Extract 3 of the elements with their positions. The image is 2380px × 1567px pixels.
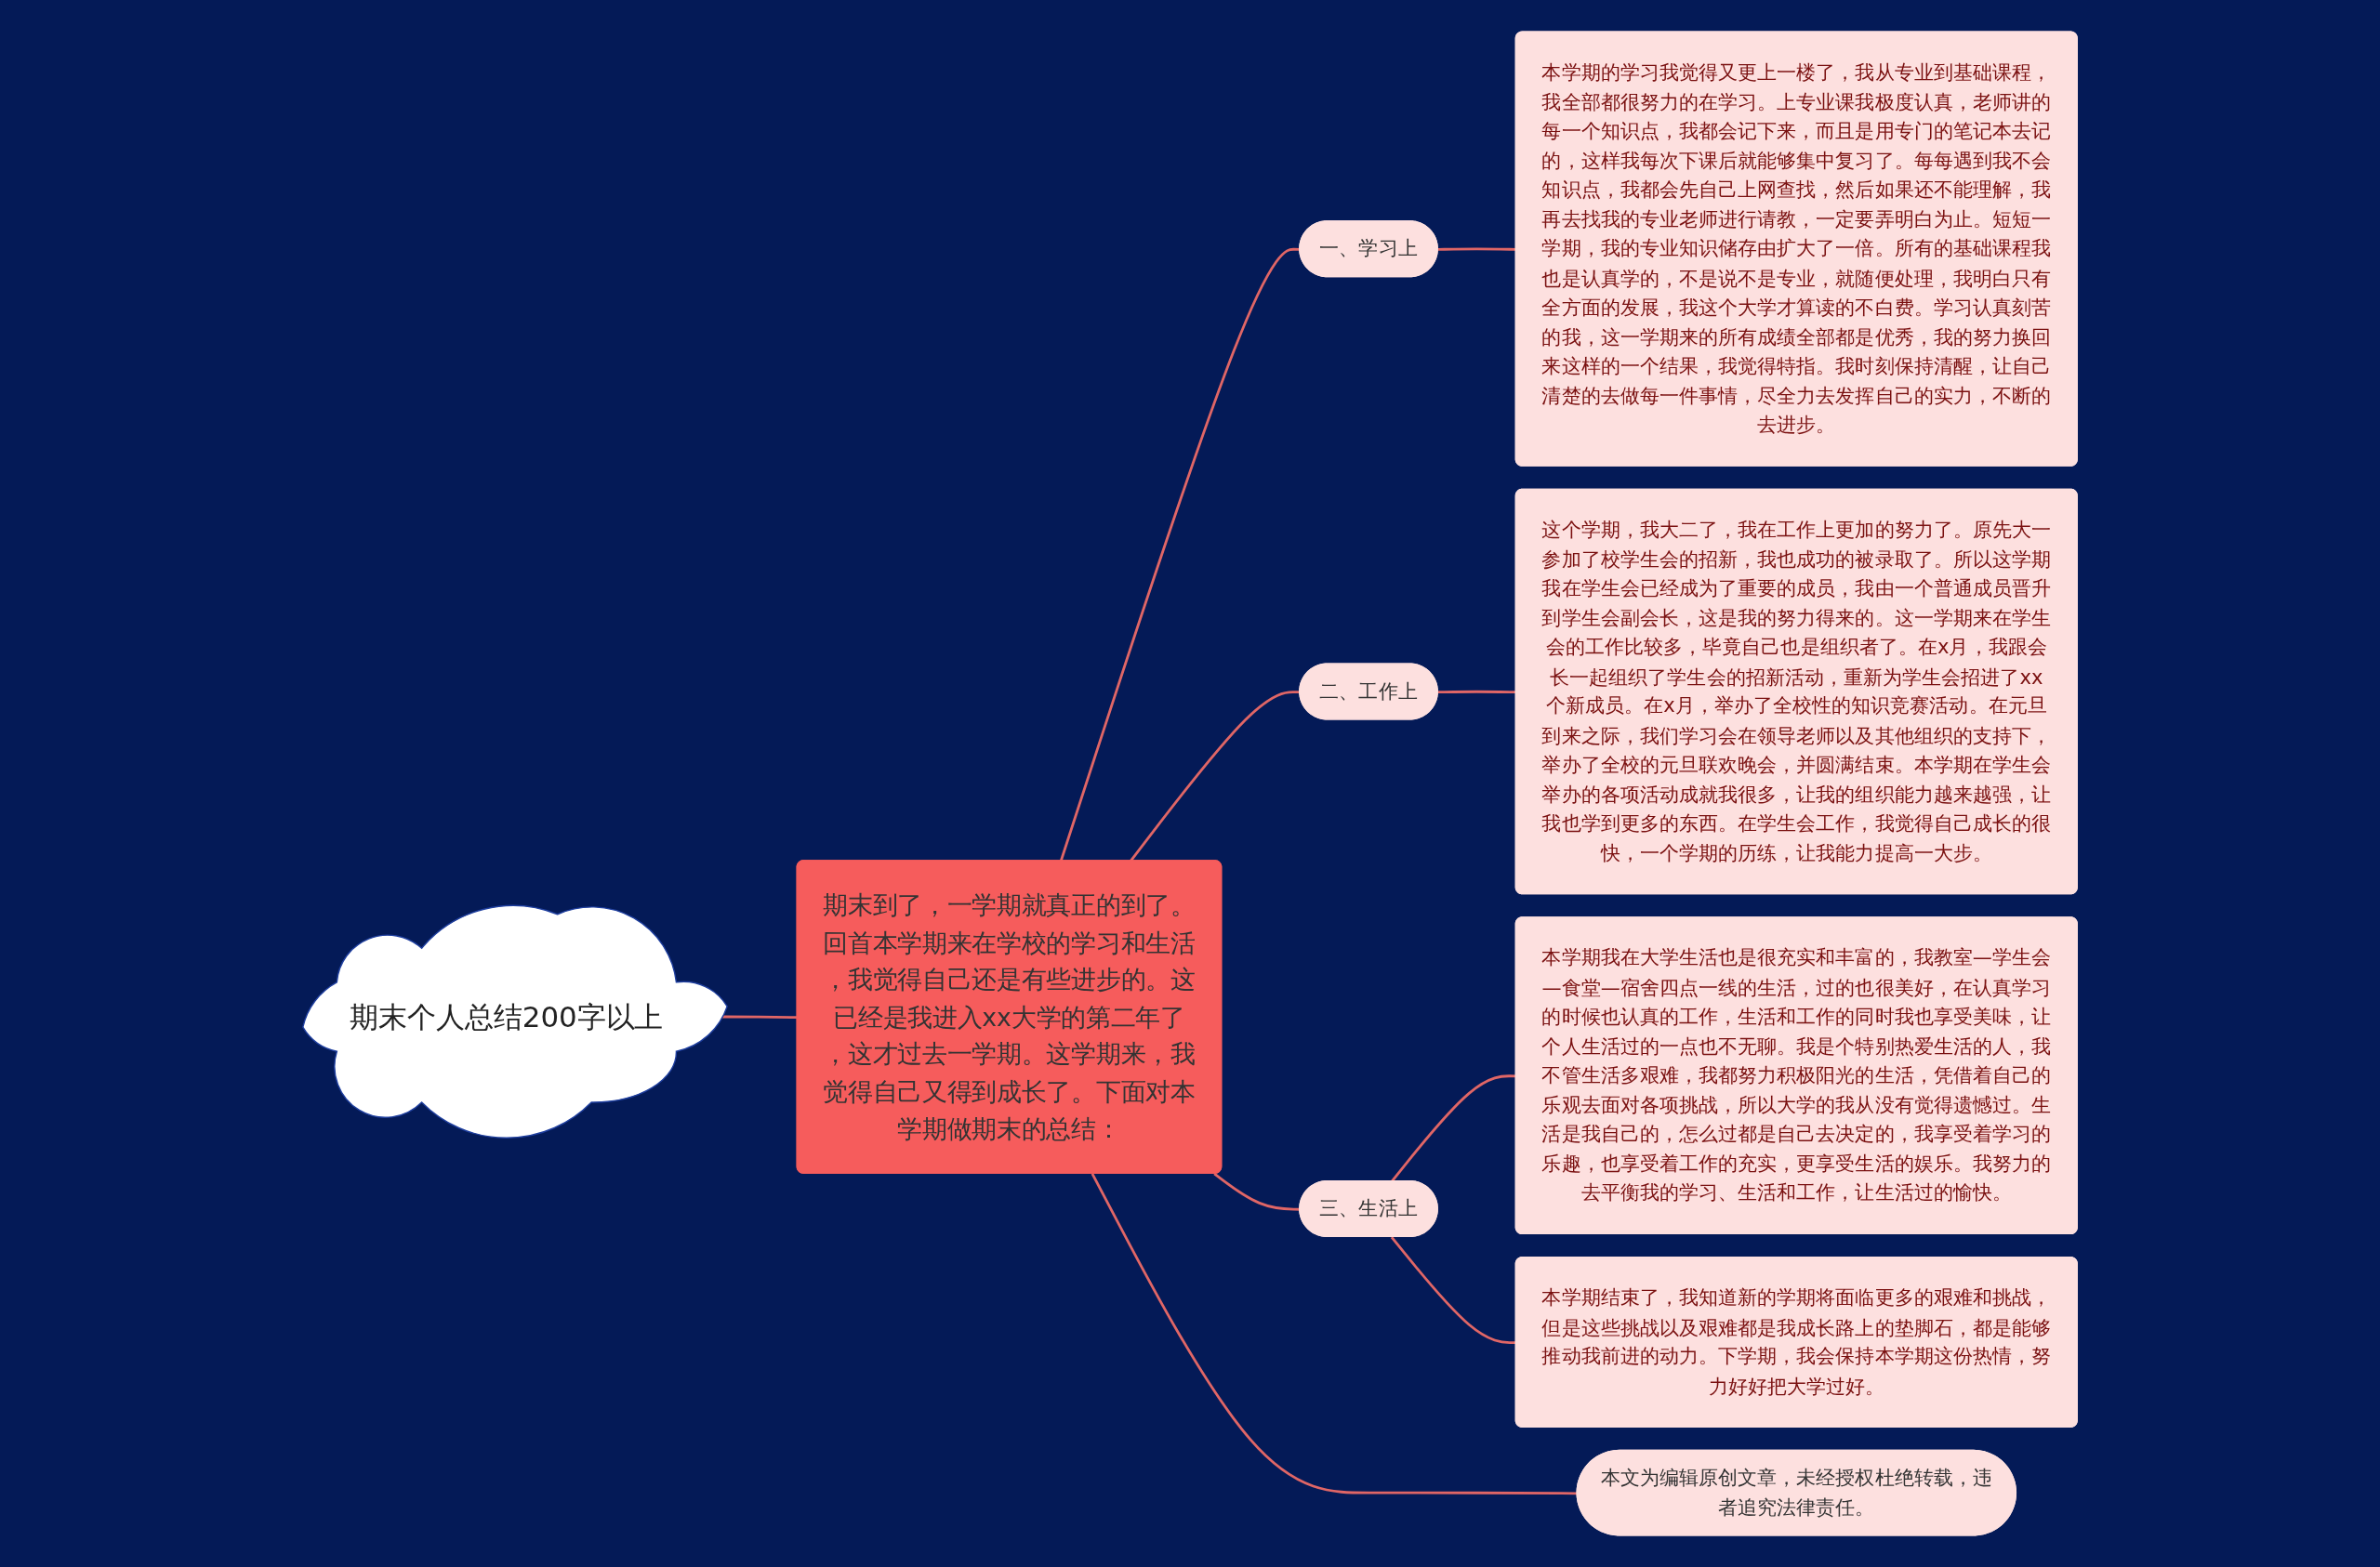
connector (1059, 247, 1301, 862)
connector (1213, 1172, 1301, 1211)
connector (1091, 1173, 1578, 1495)
